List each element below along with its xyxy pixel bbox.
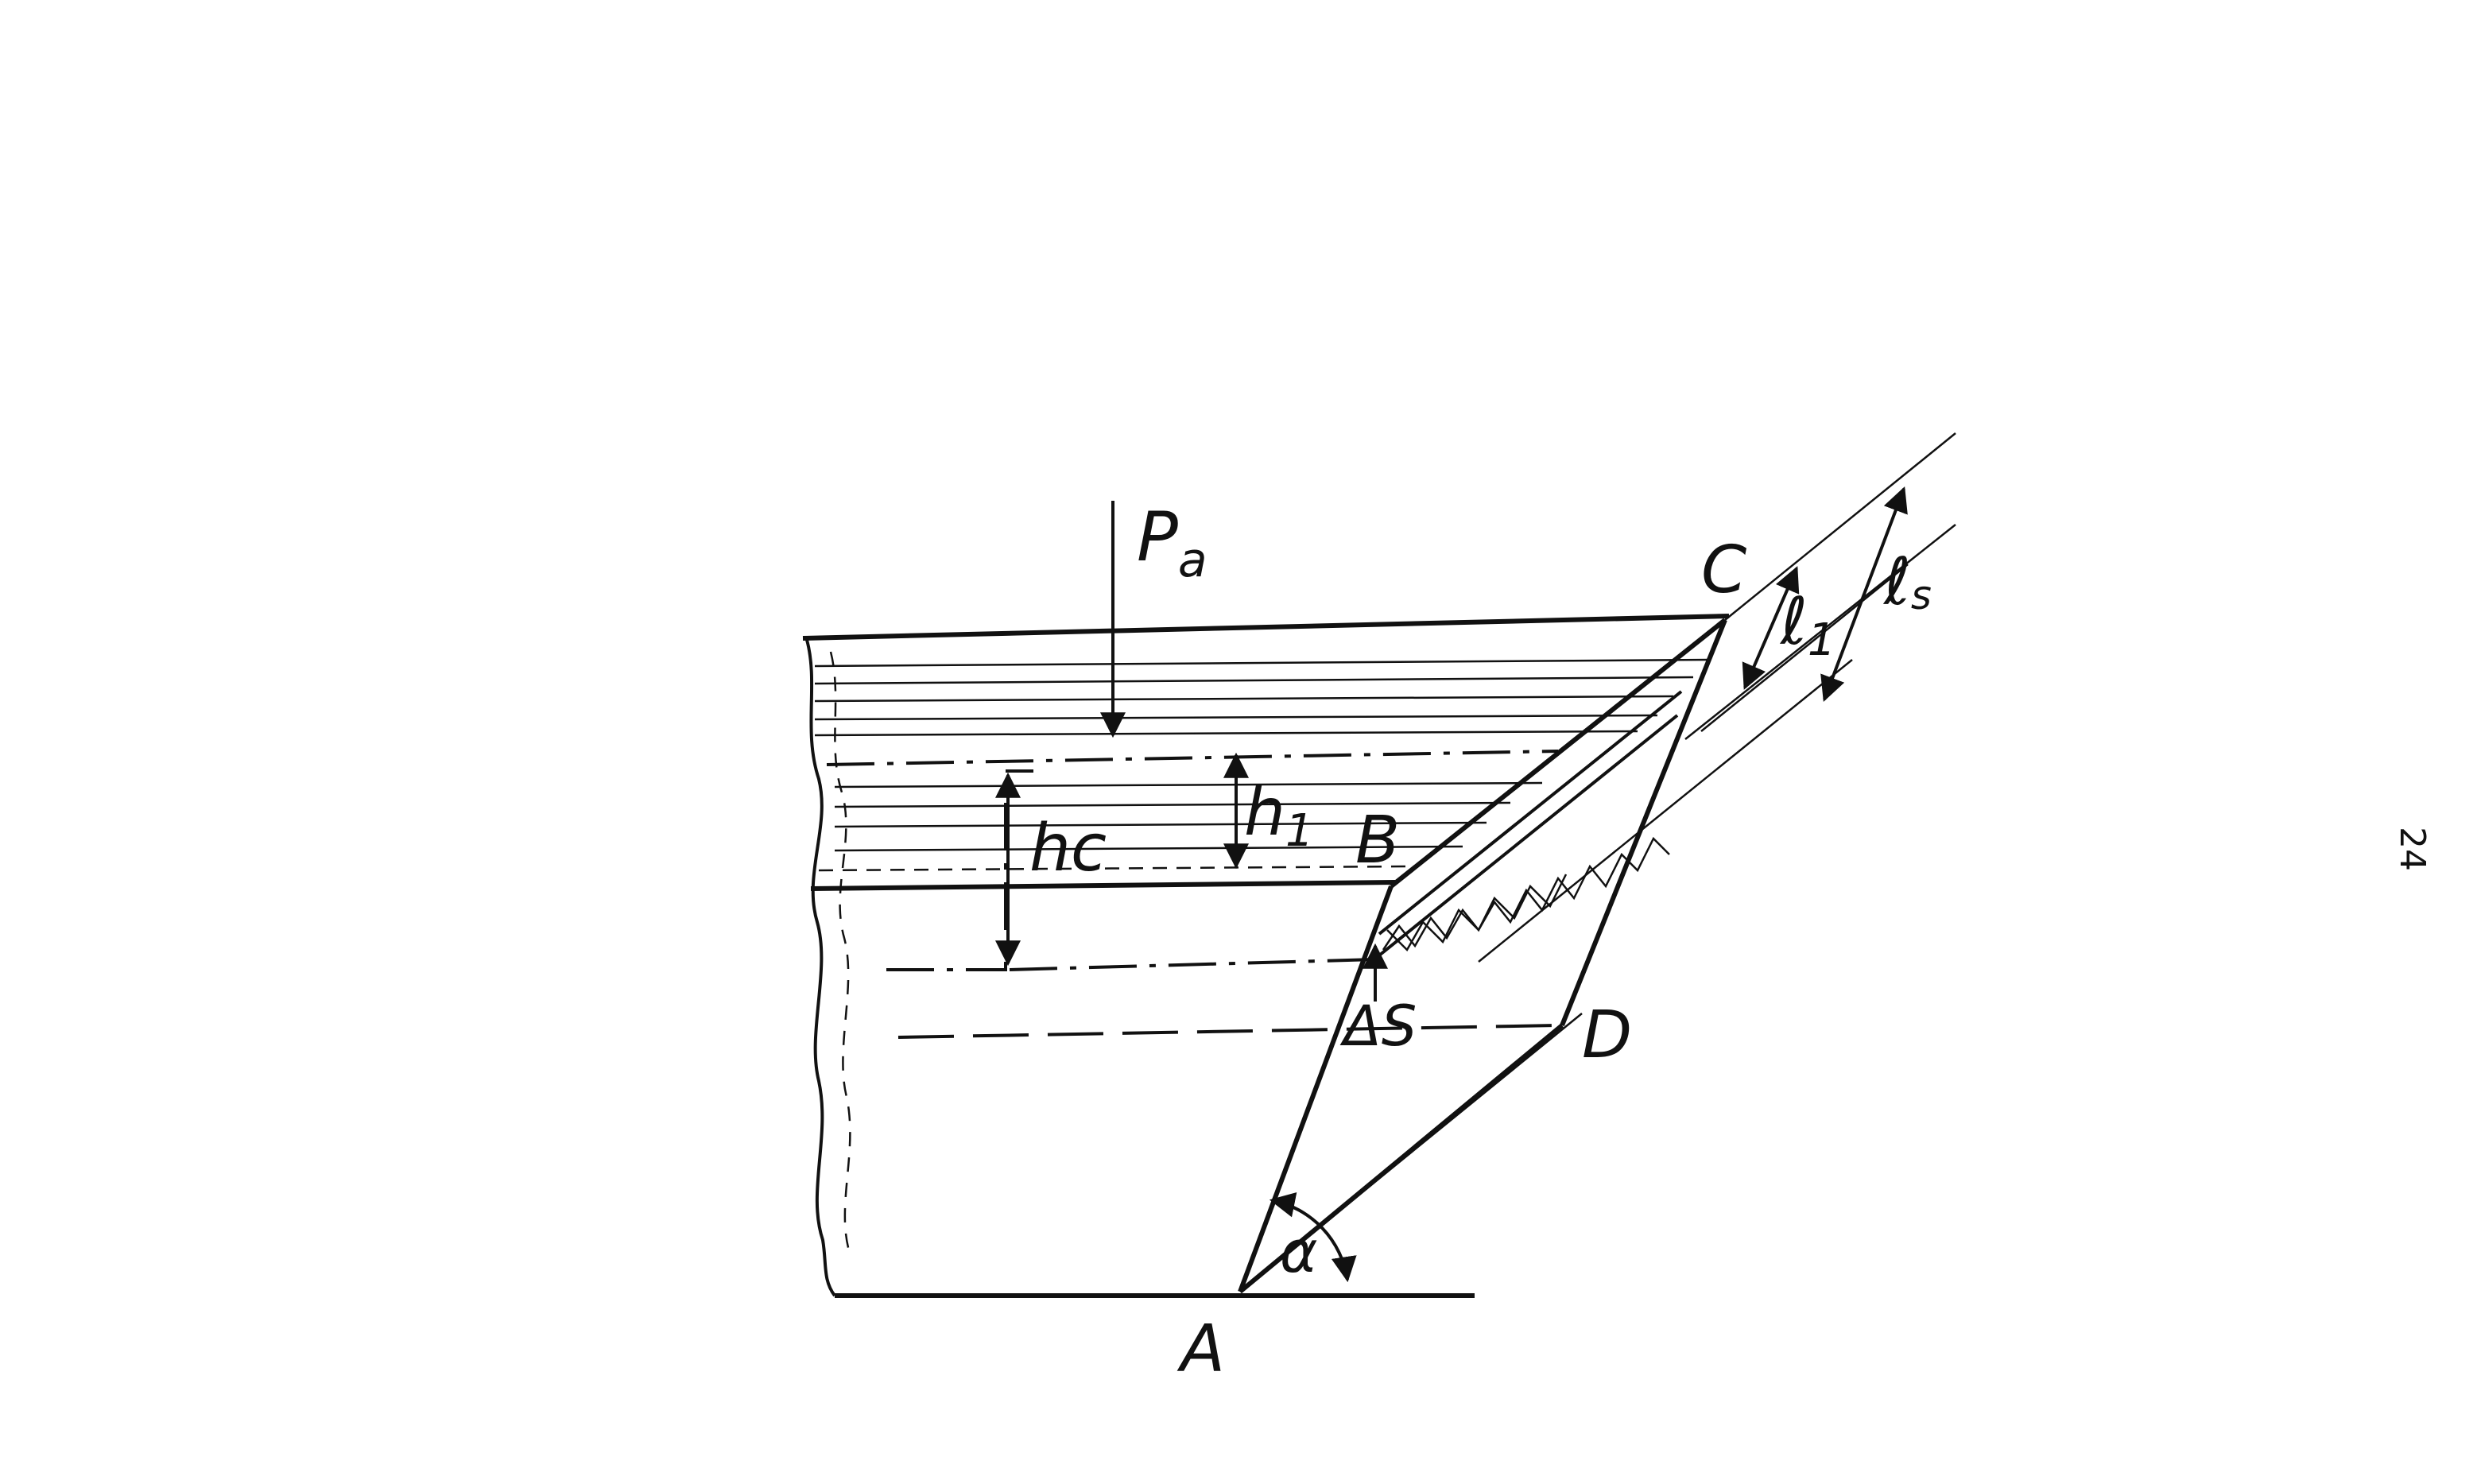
point-a-label: A (1176, 1312, 1225, 1387)
b-level-dashed-line (818, 865, 1408, 872)
extension-line-lower (1478, 659, 1853, 963)
ls-dimension-arrow (1820, 486, 1908, 702)
l1-label: ℓ1 (1779, 584, 1836, 666)
left-inner-dashed-line (829, 651, 852, 1257)
plate-line-c-d (1560, 618, 1727, 1027)
lower-dashdot-line (886, 769, 1033, 971)
interface-line (810, 880, 1396, 891)
liquid-layer-lines (814, 658, 1710, 852)
hc-label: hc (1029, 811, 1107, 886)
pressure-label: Pa (1137, 498, 1207, 588)
top-surface-line (802, 614, 1730, 641)
point-b-label: B (1355, 803, 1400, 878)
hatched-seal-zone (1382, 836, 1670, 952)
page-number: 24 (2392, 827, 2432, 871)
d-level-dashed-line (897, 1024, 1559, 1039)
point-d-label: D (1582, 998, 1632, 1073)
ls-label: ℓs (1882, 544, 1932, 620)
left-break-line (805, 639, 836, 1297)
delta-s-label: ΔS (1339, 994, 1417, 1059)
point-c-label: C (1701, 533, 1746, 608)
upper-dashdot-line (826, 750, 1559, 766)
angle-arc (1269, 1192, 1357, 1283)
h1-label: h1 (1244, 775, 1314, 857)
l1-dimension-arrow (1742, 566, 1800, 690)
angle-label: α (1280, 1219, 1317, 1285)
plate-line-bc (1390, 618, 1727, 889)
